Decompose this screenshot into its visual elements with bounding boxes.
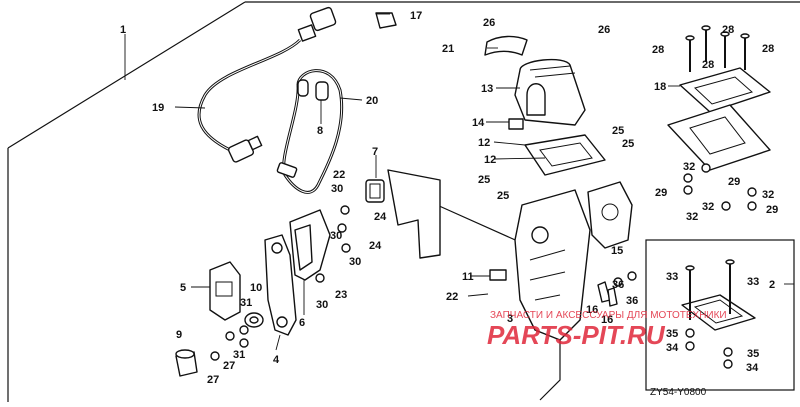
callout-25a: 25 <box>612 125 624 137</box>
callout-16b: 16 <box>601 314 613 326</box>
callout-26a: 26 <box>483 17 495 29</box>
callout-29a: 29 <box>728 176 740 188</box>
callout-17: 17 <box>410 10 422 22</box>
callout-22b: 22 <box>446 291 458 303</box>
callout-29c: 29 <box>766 204 778 216</box>
callout-5: 5 <box>180 282 186 294</box>
callout-22a: 22 <box>333 169 345 181</box>
callout-27a: 27 <box>207 374 219 386</box>
callout-10: 10 <box>250 282 262 294</box>
callout-27b: 27 <box>223 360 235 372</box>
part-17-grommet <box>375 12 397 29</box>
callout-28a: 28 <box>652 44 664 56</box>
callout-6: 6 <box>299 317 305 329</box>
part-18-plate <box>667 67 771 171</box>
callout-2: 2 <box>769 279 775 291</box>
callout-32a: 32 <box>683 161 695 173</box>
callout-28b: 28 <box>722 24 734 36</box>
callout-30d: 30 <box>316 299 328 311</box>
callout-33b: 33 <box>747 276 759 288</box>
callout-7: 7 <box>372 146 378 158</box>
callout-30a: 30 <box>331 183 343 195</box>
callout-16a: 16 <box>586 304 598 316</box>
callout-labels: 1 2 3 4 5 6 7 8 9 10 11 12 12 13 14 15 1… <box>120 10 778 386</box>
watermark-brand: PARTS-PIT.RU <box>487 320 666 350</box>
callout-23: 23 <box>335 289 347 301</box>
callout-18: 18 <box>654 81 666 93</box>
part-9-knob <box>175 349 198 377</box>
callout-36a: 36 <box>612 279 624 291</box>
callout-33a: 33 <box>666 271 678 283</box>
callout-28c: 28 <box>702 59 714 71</box>
callout-14: 14 <box>472 117 485 129</box>
callout-12b: 12 <box>484 154 496 166</box>
callout-8: 8 <box>317 125 323 137</box>
callout-24b: 24 <box>369 240 382 252</box>
assembly-frame-1 <box>7 1 800 402</box>
callout-32b: 32 <box>762 189 774 201</box>
callout-26b: 26 <box>598 24 610 36</box>
small-hardware <box>210 163 757 369</box>
callout-32d: 32 <box>686 211 698 223</box>
callout-35a: 35 <box>666 328 678 340</box>
callout-19: 19 <box>152 102 164 114</box>
callout-30b: 30 <box>330 230 342 242</box>
callout-28d: 28 <box>762 43 774 55</box>
part-21-strip <box>484 35 528 56</box>
callout-15: 15 <box>611 245 623 257</box>
callout-4: 4 <box>273 354 280 366</box>
callout-25b: 25 <box>622 138 634 150</box>
callout-25c: 25 <box>478 174 490 186</box>
callout-9: 9 <box>176 329 182 341</box>
callout-3: 3 <box>507 313 513 325</box>
part-14-clip <box>508 118 524 130</box>
callout-25d: 25 <box>497 190 509 202</box>
part-4-lever <box>264 234 297 336</box>
callout-24a: 24 <box>374 211 387 223</box>
part-19-cable <box>197 6 337 163</box>
leader-lines <box>124 13 794 351</box>
cover-plate <box>387 169 441 259</box>
callout-34a: 34 <box>666 342 679 354</box>
part-7-sleeve <box>365 179 385 203</box>
main-body <box>514 189 591 341</box>
callout-31a: 31 <box>240 297 252 309</box>
part-20-cable <box>276 69 344 194</box>
callout-35b: 35 <box>747 348 759 360</box>
callout-30c: 30 <box>349 256 361 268</box>
callout-32c: 32 <box>702 201 714 213</box>
diagram-code: ZY54-Y0800 <box>650 387 707 398</box>
assembly-frame-2 <box>645 239 795 391</box>
watermark-subtitle: ЗАПЧАСТИ И АКСЕССУАРЫ ДЛЯ МОТОТЕХНИКИ <box>490 310 727 321</box>
bolts-28 <box>685 25 750 72</box>
part-11-clamp <box>489 269 507 281</box>
callout-36b: 36 <box>626 295 638 307</box>
watermark: ЗАПЧАСТИ И АКСЕССУАРЫ ДЛЯ МОТОТЕХНИКИ PA… <box>487 310 727 350</box>
part-16-clip <box>607 287 618 307</box>
callout-13: 13 <box>481 83 493 95</box>
callout-34b: 34 <box>746 362 759 374</box>
part-6-housing <box>289 209 331 281</box>
callout-21: 21 <box>442 43 454 55</box>
callout-29b: 29 <box>655 187 667 199</box>
part-13-cover <box>514 58 586 126</box>
part-34-block <box>681 259 756 331</box>
part-15-side-cover <box>587 181 633 249</box>
callout-11: 11 <box>462 271 474 283</box>
callout-1: 1 <box>120 24 126 36</box>
callout-20: 20 <box>366 95 378 107</box>
callout-12a: 12 <box>478 137 490 149</box>
part-12-gasket <box>524 134 606 176</box>
part-5-bracket <box>209 261 241 321</box>
callout-31b: 31 <box>233 349 245 361</box>
